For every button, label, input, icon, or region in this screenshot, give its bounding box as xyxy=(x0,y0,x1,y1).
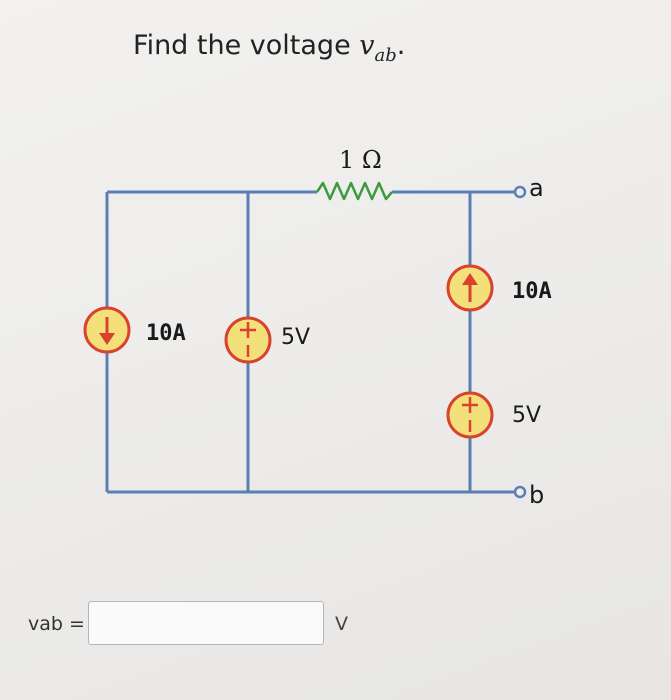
terminal-a-node xyxy=(513,185,527,199)
right-current-source xyxy=(446,264,494,312)
question-prefix: Find the voltage xyxy=(133,30,360,61)
terminal-b-node xyxy=(513,485,527,499)
resistor-label: 1 Ω xyxy=(339,146,382,174)
question-text: Find the voltage vab. xyxy=(133,30,405,66)
terminal-b-label: b xyxy=(529,481,544,509)
unit-label: V xyxy=(335,613,348,635)
right-current-label: 10A xyxy=(512,279,552,304)
left-current-label: 10A xyxy=(146,321,186,346)
left-voltage-source xyxy=(224,316,272,364)
question-suffix: . xyxy=(396,30,406,61)
answer-input[interactable] xyxy=(88,601,324,645)
resistor-symbol xyxy=(315,181,393,201)
left-current-source xyxy=(83,306,131,354)
voltage-variable: v xyxy=(359,30,375,61)
right-voltage-source xyxy=(446,391,494,439)
right-voltage-label: 5V xyxy=(512,403,541,428)
voltage-subscript: ab xyxy=(374,45,397,66)
circuit-wires xyxy=(105,190,514,494)
terminal-a-label: a xyxy=(529,174,544,202)
answer-label: vab = xyxy=(28,613,85,635)
left-voltage-label: 5V xyxy=(281,325,310,350)
